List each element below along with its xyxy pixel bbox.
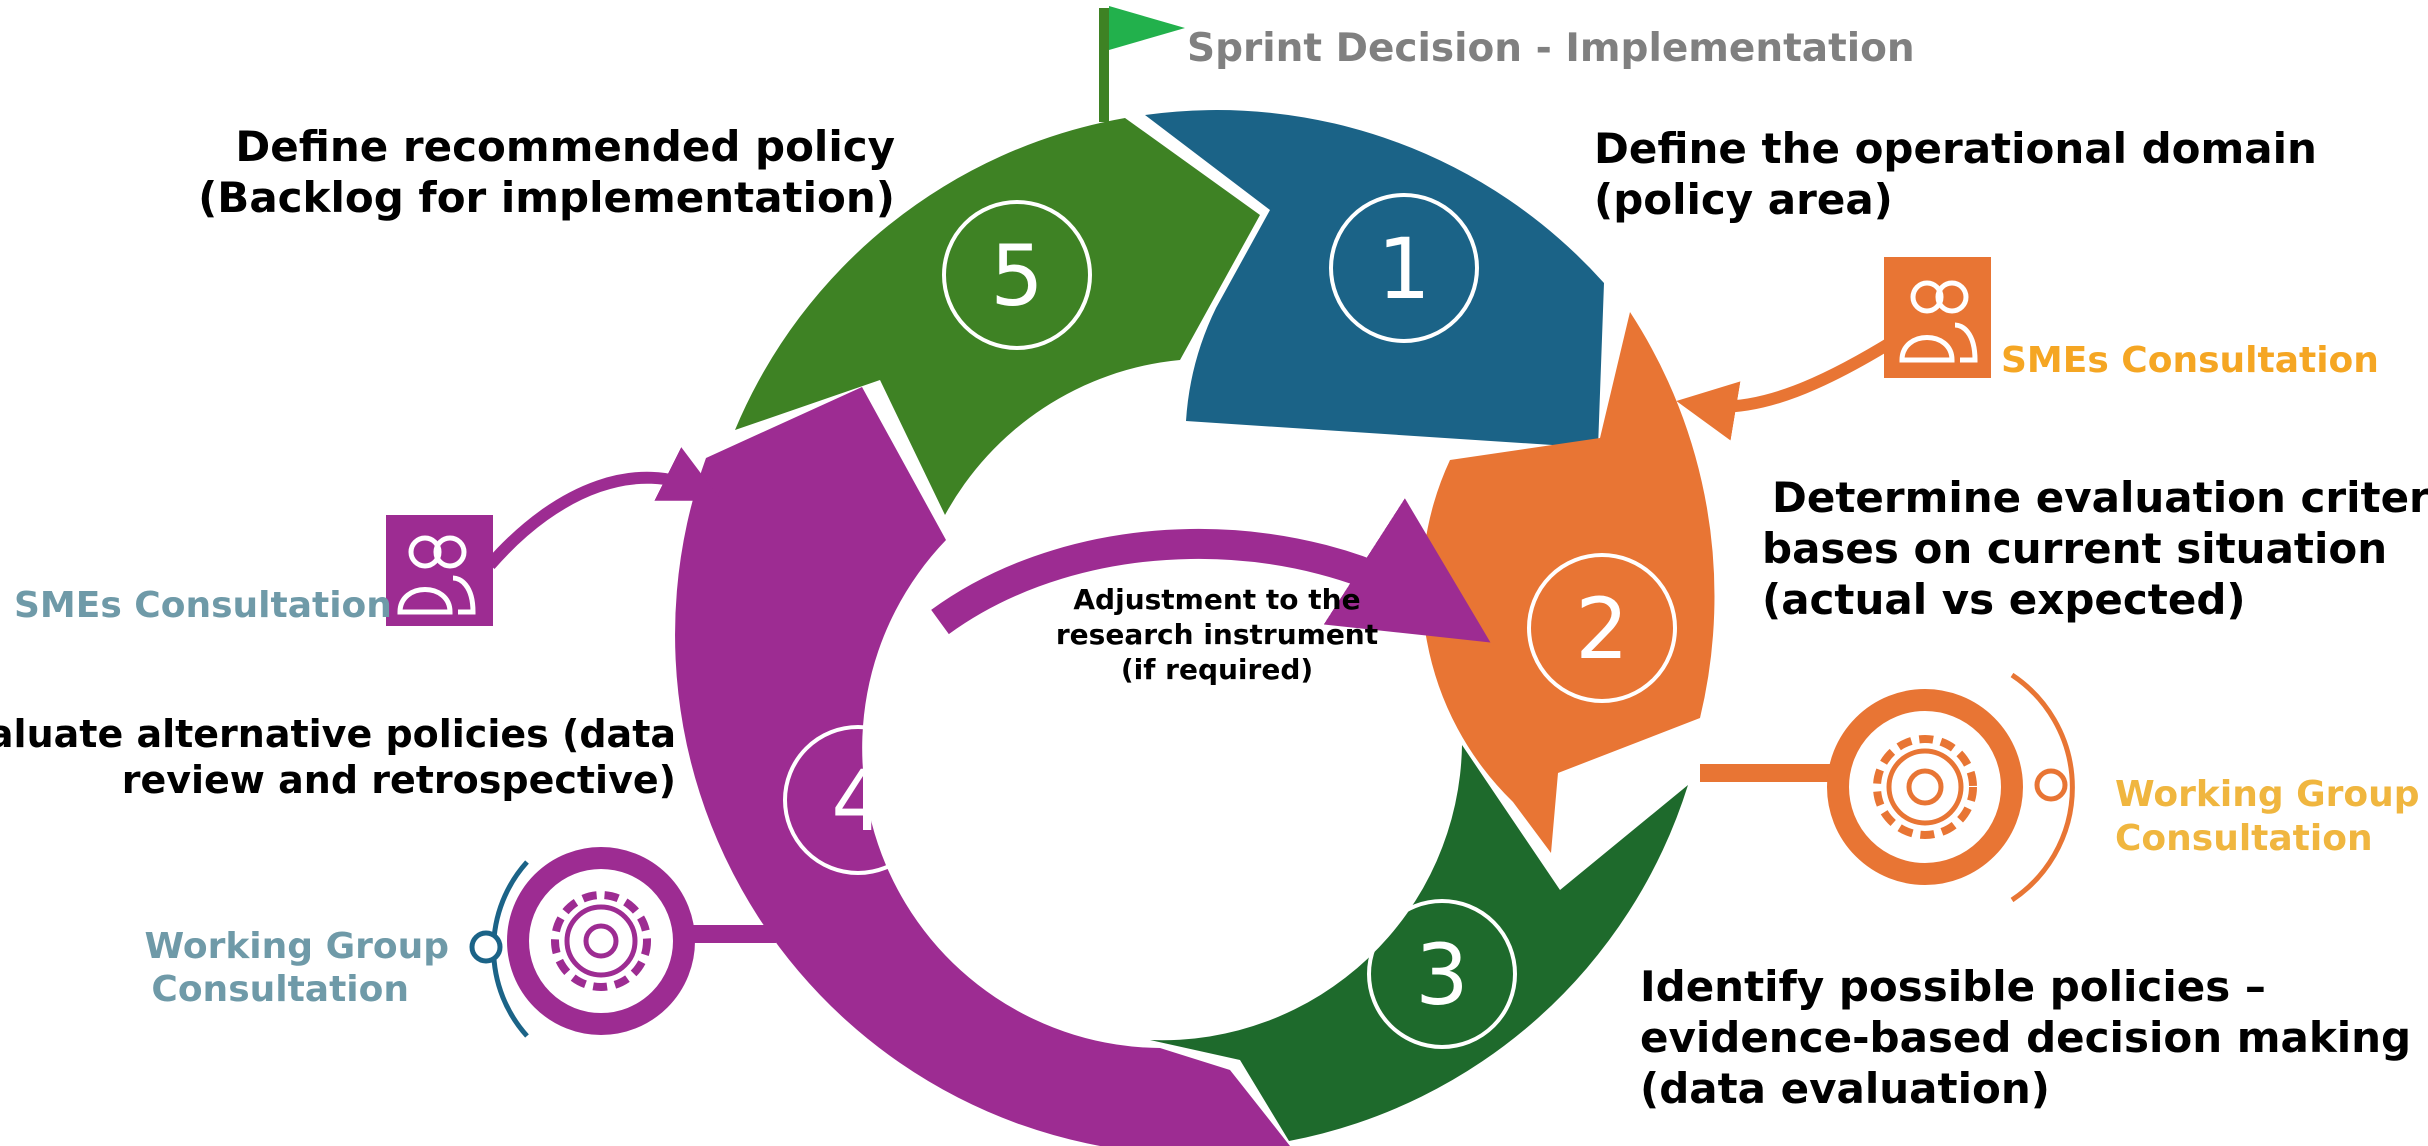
step-circle-2: 2 [1527,553,1677,703]
svg-text:SMEs Consultation: SMEs Consultation [14,585,392,626]
svg-text:Adjustment to the: Adjustment to the [1073,583,1360,616]
segment-1 [1145,110,1604,449]
segment-4 [675,387,1290,1146]
step-circle-1: 1 [1329,193,1479,343]
svg-text:Consultation: Consultation [151,969,409,1010]
svg-text:Working Group: Working Group [2115,774,2420,815]
svg-text:Define the operational domain: Define the operational domain [1594,124,2317,173]
working-group-consultation-right: Working Group Consultation [1700,672,2420,903]
svg-text:research instrument: research instrument [1056,618,1378,651]
people-icon [397,535,476,615]
step-circle-5: 5 [942,200,1092,350]
cycle-ring [675,110,1715,1146]
center-note: Adjustment to the research instrument (i… [1056,583,1378,686]
svg-text:bases on current situation: bases on current situation [1762,524,2387,573]
step-label-5: Define recommended policy (Backlog for i… [198,122,895,222]
sme-consultation-left: SMEs Consultation [14,447,722,626]
segment-5 [735,118,1260,515]
gear-icon [1873,735,1977,839]
svg-text:Evaluate alternative policies: Evaluate alternative policies (data [0,712,676,756]
svg-text:(actual vs expected): (actual vs expected) [1762,575,2246,624]
step-label-1: Define the operational domain (policy ar… [1594,124,2317,224]
svg-text:Determine evaluation criteria: Determine evaluation criteria [1772,473,2428,522]
svg-text:evidence-based decision making: evidence-based decision making [1640,1013,2411,1062]
step-circle-4: 4 [783,725,933,875]
svg-text:5: 5 [990,227,1043,325]
svg-text:review and retrospective): review and retrospective) [122,758,676,802]
gear-icon [551,891,651,991]
svg-text:Consultation: Consultation [2115,818,2373,859]
svg-text:(Backlog for implementation): (Backlog for implementation) [198,173,895,222]
step-label-3: Identify possible policies – evidence-ba… [1640,962,2411,1113]
svg-text:(policy area): (policy area) [1594,175,1893,224]
segment-3 [1150,745,1688,1141]
center-adjustment-arrow [931,498,1491,643]
svg-text:Identify possible policies –: Identify possible policies – [1640,962,2266,1011]
svg-text:3: 3 [1415,926,1468,1024]
flag-icon [1099,6,1185,122]
working-group-consultation-left: Working Group Consultation [144,847,776,1038]
segment-2 [1421,312,1715,853]
svg-text:4: 4 [831,752,884,850]
svg-text:(if required): (if required) [1121,653,1313,686]
step-circle-3: 3 [1367,899,1517,1049]
svg-text:SMEs Consultation: SMEs Consultation [2001,340,2379,381]
svg-text:(data evaluation): (data evaluation) [1640,1064,2050,1113]
svg-text:1: 1 [1377,220,1430,318]
svg-text:Working Group: Working Group [144,926,449,967]
svg-text:Define recommended policy: Define recommended policy [235,122,895,171]
svg-text:2: 2 [1575,580,1628,678]
flag-label: Sprint Decision - Implementation [1187,26,1915,71]
step-label-2: Determine evaluation criteria bases on c… [1762,473,2428,624]
sme-consultation-right: SMEs Consultation [1676,257,2379,441]
people-icon [1899,280,1978,363]
step-label-4: Evaluate alternative policies (data revi… [0,712,676,802]
